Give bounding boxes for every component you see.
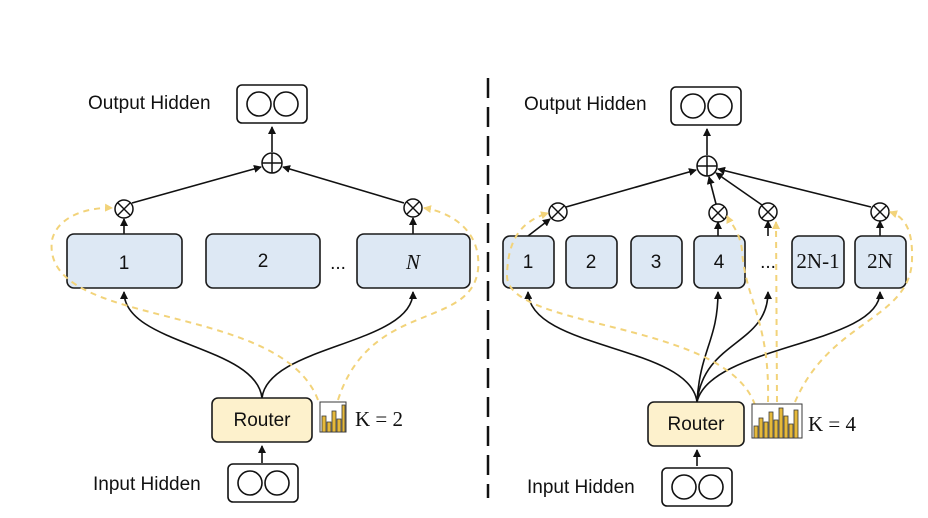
right-expert-2-label: 2 (586, 252, 597, 273)
right-expert-3: 3 (630, 235, 683, 289)
right-ellipsis: ... (760, 252, 776, 273)
right-expert-2n-label: 2N (867, 249, 893, 273)
right-expert-4-label: 4 (714, 252, 725, 273)
left-expert-1: 1 (66, 233, 183, 289)
right-expert-1-label: 1 (523, 252, 534, 273)
right-expert-3-label: 3 (651, 252, 662, 273)
left-input-label: Input Hidden (93, 474, 201, 495)
right-input-hidden-icon (661, 467, 733, 507)
left-expert-2-label: 2 (258, 251, 269, 272)
right-sum-icon (696, 155, 718, 177)
right-expert-2: 2 (565, 235, 618, 289)
right-expert-2n: 2N (854, 235, 907, 289)
left-router: Router (211, 397, 313, 443)
right-output-label: Output Hidden (524, 94, 647, 115)
right-multiply-icon-ellipsis (758, 202, 778, 222)
left-expert-2: 2 (205, 233, 321, 289)
left-histogram-icon (319, 401, 347, 433)
left-multiply-icon-n (403, 198, 423, 218)
right-router: Router (647, 401, 745, 447)
right-multiply-icon-2n (870, 202, 890, 222)
right-expert-2n-1: 2N-1 (791, 235, 845, 289)
left-panel: Output Hidden 1 (50, 84, 480, 503)
left-router-label: Router (233, 410, 291, 431)
right-router-label: Router (667, 414, 725, 435)
right-expert-2n-1-label: 2N-1 (796, 249, 839, 273)
right-input-label: Input Hidden (527, 477, 635, 498)
right-histogram-icon (751, 403, 803, 439)
left-input-hidden-icon (227, 463, 299, 503)
left-expert-n: N (356, 233, 471, 289)
right-output-hidden-icon (670, 86, 742, 126)
right-expert-4: 4 (693, 235, 746, 289)
right-multiply-icon-1 (548, 202, 568, 222)
left-output-label: Output Hidden (88, 93, 211, 114)
right-multiply-icon-4 (708, 203, 728, 223)
left-expert-1-label: 1 (119, 253, 130, 274)
right-expert-1: 1 (502, 235, 555, 289)
right-panel: Output Hidden (502, 86, 914, 507)
left-ellipsis: ... (330, 253, 346, 274)
right-k-label: K = 4 (808, 412, 857, 436)
left-k-label: K = 2 (355, 407, 403, 431)
left-output-hidden-icon (236, 84, 308, 124)
left-expert-n-label: N (405, 250, 421, 274)
left-sum-icon (261, 152, 283, 174)
left-multiply-icon-1 (114, 199, 134, 219)
